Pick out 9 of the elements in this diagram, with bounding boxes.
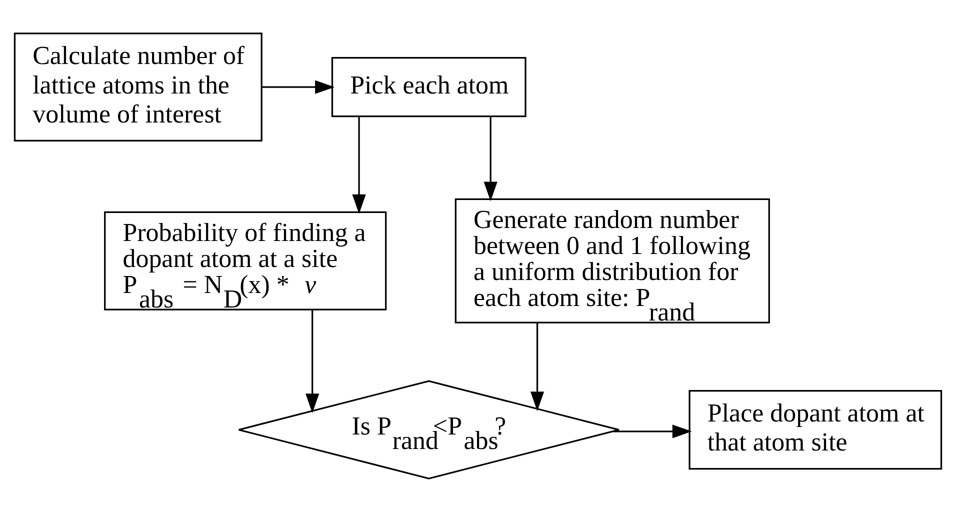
arrow — [613, 424, 692, 438]
arrow — [352, 116, 366, 214]
node-box: Place dopant atom at that atom site — [688, 390, 942, 470]
arrow — [306, 310, 320, 414]
arrow — [484, 116, 498, 202]
arrow — [530, 322, 544, 412]
node-box: Pick each atom — [331, 57, 526, 118]
arrow — [262, 80, 335, 94]
node-box: Calculate number of lattice atoms in the volume of interest — [14, 32, 262, 142]
